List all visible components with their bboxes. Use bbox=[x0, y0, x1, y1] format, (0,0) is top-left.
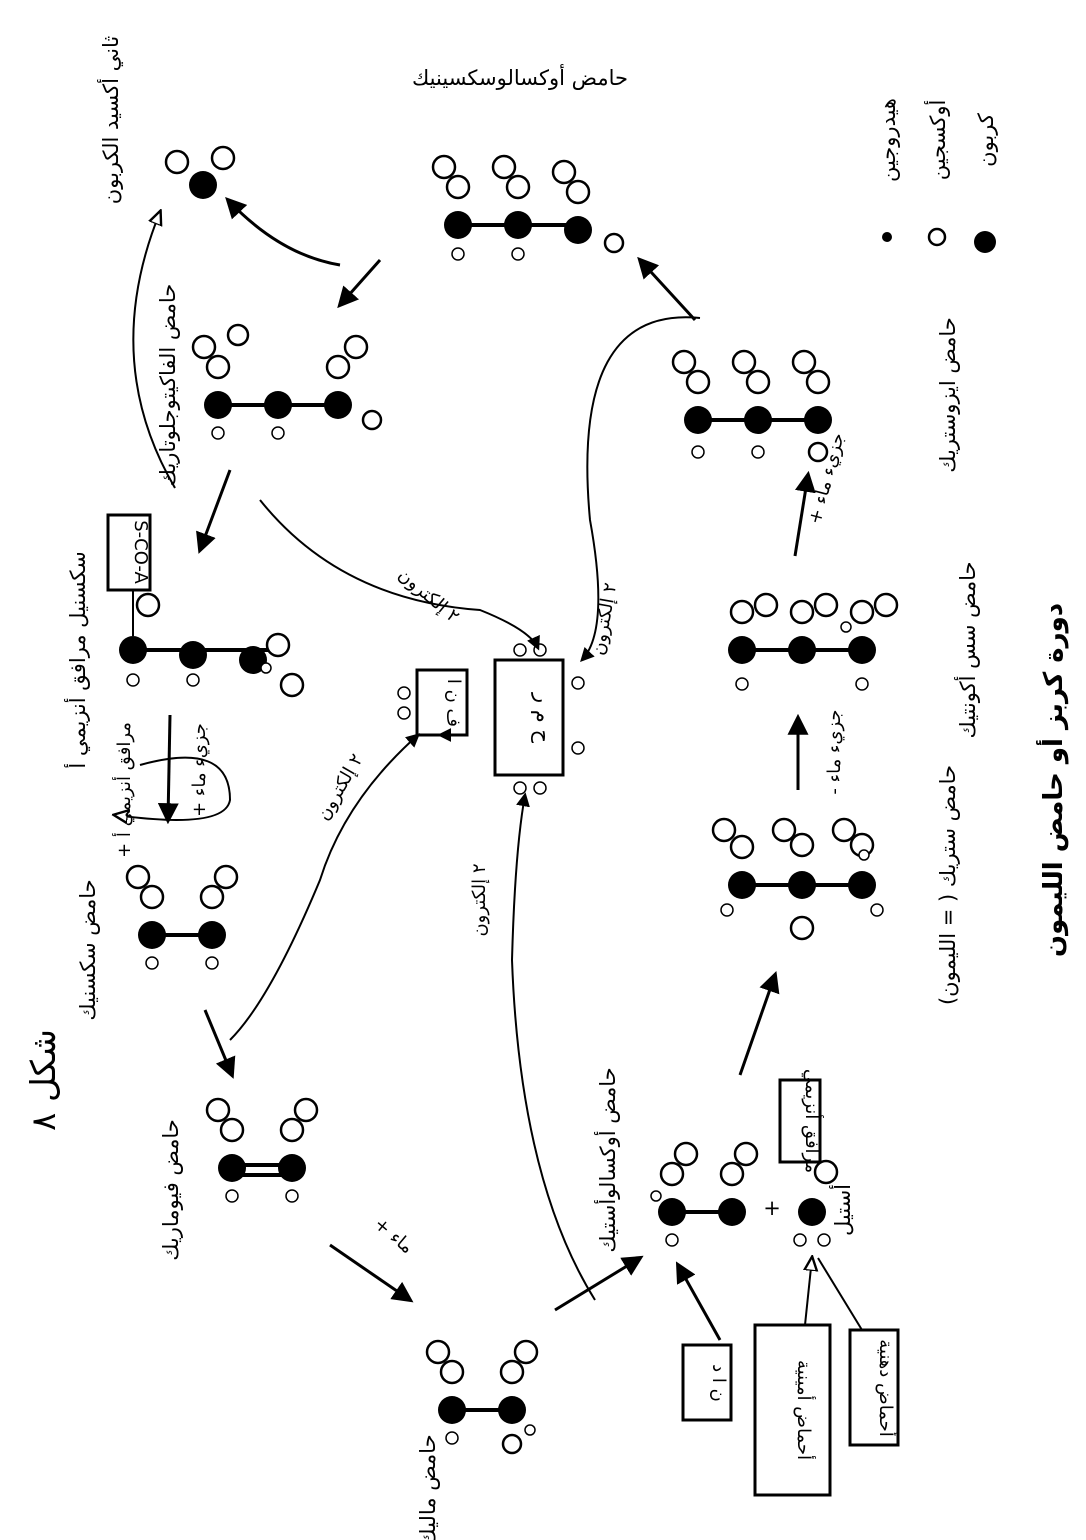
label-oxalosuccinic: حامض أوكسالوسكسينيك bbox=[412, 64, 628, 90]
molecule-fumaric bbox=[205, 1097, 319, 1203]
legend-oxygen-label: أوكسجين bbox=[924, 100, 950, 181]
molecule-carbon-dioxide bbox=[164, 145, 236, 199]
legend: كربون أوكسجين هيدروجين bbox=[876, 98, 998, 253]
figure-label: شكل ٨ bbox=[24, 1029, 64, 1131]
legend-hydrogen-label: هيدروجين bbox=[876, 98, 900, 182]
legend-oxygen-symbol bbox=[927, 227, 947, 247]
molecule-acetyl bbox=[793, 1159, 839, 1247]
label-citric: حامض ستريك ( = الليمون) bbox=[936, 765, 960, 1005]
box-center-small: ف ن ا bbox=[415, 668, 469, 737]
diagram-title: دورة كربز أو حامض الليمون bbox=[1036, 603, 1069, 957]
svg-text:S-CO-A: S-CO-A bbox=[130, 520, 151, 584]
box-coenzyme: مرافق أنزيمي bbox=[778, 1069, 824, 1173]
box-carbs: ن ا د bbox=[681, 1343, 733, 1422]
molecule-cis-aconitic bbox=[728, 592, 899, 691]
label-electrons-1: ٢ إلكترون bbox=[588, 581, 621, 657]
label-acetyl: أستيل bbox=[829, 1184, 855, 1236]
label-cis-aconitic: حامض سس أكونتيك bbox=[954, 562, 980, 739]
box-coa: S-CO-A bbox=[106, 513, 152, 592]
label-plus-sign: + bbox=[763, 1196, 781, 1220]
label-isocitric: حامض ايزوستريك bbox=[936, 317, 960, 473]
molecule-oxalosuccinic bbox=[431, 154, 625, 261]
label-electrons-4: ٢ إلكترون bbox=[469, 863, 490, 936]
molecule-citric bbox=[711, 817, 884, 941]
molecule-malic bbox=[425, 1339, 539, 1455]
label-carbon-dioxide: ثاني أكسيد الكربون bbox=[97, 36, 123, 205]
label-minus-water: - جزيء ماء bbox=[824, 709, 845, 794]
label-succinyl: سكسنيل مرافق أنزيمي أ bbox=[64, 551, 90, 768]
molecule-oxaloacetic bbox=[650, 1141, 759, 1247]
legend-carbon-symbol bbox=[974, 231, 996, 253]
label-oxaloacetic: حامض أوكسالوأستيك bbox=[594, 1067, 620, 1252]
molecule-succinyl bbox=[119, 590, 305, 698]
center-electron-dots bbox=[397, 643, 585, 795]
molecule-isocitric bbox=[671, 349, 832, 463]
label-malic: حامض ماليك bbox=[416, 1434, 440, 1540]
label-fumaric: حامض فيوماريك bbox=[159, 1119, 183, 1261]
box-fats: أحماض دهنية bbox=[848, 1328, 900, 1447]
molecule-alpha-ketoglutaric bbox=[191, 323, 383, 440]
label-electrons-3: ٢ إلكترون bbox=[313, 750, 368, 824]
label-succinic: حامض سكسنيك bbox=[76, 879, 100, 1020]
svg-text:ح م ر: ح م ر bbox=[531, 692, 555, 743]
svg-text:ف ن ا: ف ن ا bbox=[443, 679, 464, 727]
legend-hydrogen-symbol bbox=[882, 232, 892, 242]
label-plus-water-2: + جزيء ماء bbox=[189, 723, 210, 817]
svg-text:أحماض أمينية: أحماض أمينية bbox=[793, 1360, 816, 1460]
label-plus-coenzyme: + مرافق أنزيمي أ bbox=[112, 722, 135, 858]
molecule-succinic bbox=[125, 864, 239, 970]
label-alpha-ketoglutaric: حامض الفاكيتوجلوتاريك bbox=[156, 284, 180, 487]
box-center-main: ح م ر bbox=[493, 658, 565, 777]
svg-text:أحماض دهنية: أحماض دهنية bbox=[875, 1339, 898, 1437]
label-plus-water-3: + ماء bbox=[370, 1213, 418, 1258]
svg-text:ن ا د: ن ا د bbox=[708, 1364, 729, 1402]
reaction-arrows bbox=[115, 196, 863, 1341]
compound-labels: حامض ستريك ( = الليمون) حامض سس أكونتيك … bbox=[64, 36, 980, 1540]
legend-carbon-label: كربون bbox=[974, 113, 998, 167]
svg-text:مرافق أنزيمي: مرافق أنزيمي bbox=[801, 1069, 824, 1173]
box-amino: أحماض أمينية bbox=[753, 1323, 832, 1497]
